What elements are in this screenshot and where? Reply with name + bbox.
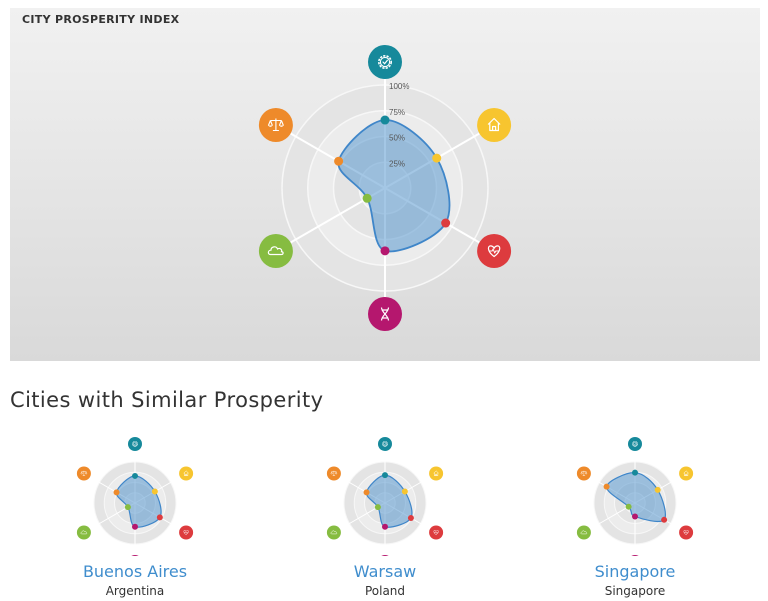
productivity-gear-check-icon[interactable] bbox=[628, 437, 642, 451]
quality-of-life-heart-pulse-icon[interactable] bbox=[429, 525, 444, 540]
equity-dna-icon[interactable] bbox=[368, 297, 402, 331]
city-name-link[interactable]: Buenos Aires bbox=[82, 562, 188, 581]
quality-of-life-heart-pulse-icon[interactable] bbox=[179, 525, 194, 540]
data-point[interactable] bbox=[334, 156, 344, 166]
main-radar-chart: 25% 50% 75% 100% bbox=[258, 45, 512, 331]
city-country: Singapore bbox=[604, 584, 666, 598]
radial-tick-label: 50% bbox=[389, 134, 405, 143]
governance-scales-icon[interactable] bbox=[326, 466, 341, 481]
data-point[interactable] bbox=[401, 488, 408, 495]
equity-dna-icon[interactable] bbox=[378, 555, 392, 556]
data-point[interactable] bbox=[156, 514, 163, 521]
radial-tick-label: 100% bbox=[389, 82, 409, 91]
data-point[interactable] bbox=[151, 488, 158, 495]
infrastructure-house-icon[interactable] bbox=[429, 466, 444, 481]
city-card-warsaw[interactable]: Warsaw Poland bbox=[300, 426, 470, 601]
equity-dna-icon[interactable] bbox=[128, 555, 142, 556]
governance-scales-icon[interactable] bbox=[258, 108, 293, 142]
data-point[interactable] bbox=[362, 193, 372, 203]
city-radar-chart bbox=[76, 437, 194, 556]
section-title: Cities with Similar Prosperity bbox=[10, 388, 324, 412]
infrastructure-house-icon[interactable] bbox=[477, 108, 512, 142]
data-point[interactable] bbox=[441, 218, 451, 228]
environment-cloud-icon[interactable] bbox=[326, 525, 341, 540]
city-card-singapore[interactable]: Singapore Singapore bbox=[550, 426, 720, 601]
data-point[interactable] bbox=[654, 486, 661, 493]
data-point[interactable] bbox=[661, 516, 668, 523]
productivity-gear-check-icon[interactable] bbox=[378, 437, 392, 451]
environment-cloud-icon[interactable] bbox=[258, 234, 293, 268]
data-point[interactable] bbox=[632, 513, 638, 520]
city-country: Poland bbox=[364, 584, 406, 598]
city-name-link[interactable]: Warsaw bbox=[353, 562, 417, 581]
panel-title: CITY PROSPERITY INDEX bbox=[22, 13, 180, 26]
city-card-buenos-aires[interactable]: Buenos Aires Argentina bbox=[50, 426, 220, 601]
environment-cloud-icon[interactable] bbox=[576, 525, 591, 540]
city-radar-chart bbox=[576, 437, 694, 556]
data-point[interactable] bbox=[363, 489, 370, 496]
radial-tick-label: 75% bbox=[389, 108, 405, 117]
city-name-link[interactable]: Singapore bbox=[594, 562, 676, 581]
infrastructure-house-icon[interactable] bbox=[679, 466, 694, 481]
data-point[interactable] bbox=[124, 504, 131, 511]
productivity-gear-check-icon[interactable] bbox=[368, 45, 402, 79]
data-point[interactable] bbox=[113, 489, 120, 496]
quality-of-life-heart-pulse-icon[interactable] bbox=[679, 525, 694, 540]
data-point[interactable] bbox=[374, 504, 381, 511]
environment-cloud-icon[interactable] bbox=[76, 525, 91, 540]
data-point[interactable] bbox=[132, 523, 138, 530]
quality-of-life-heart-pulse-icon[interactable] bbox=[477, 234, 512, 268]
data-point[interactable] bbox=[432, 153, 442, 163]
data-point[interactable] bbox=[132, 472, 138, 479]
city-country: Argentina bbox=[105, 584, 165, 598]
data-point[interactable] bbox=[380, 246, 390, 256]
data-point[interactable] bbox=[603, 483, 610, 490]
radial-tick-label: 25% bbox=[389, 159, 405, 168]
equity-dna-icon[interactable] bbox=[628, 555, 642, 556]
infrastructure-house-icon[interactable] bbox=[179, 466, 194, 481]
data-point[interactable] bbox=[382, 523, 388, 530]
governance-scales-icon[interactable] bbox=[76, 466, 91, 481]
data-point[interactable] bbox=[382, 472, 388, 479]
data-point[interactable] bbox=[632, 469, 638, 476]
data-point[interactable] bbox=[407, 514, 414, 521]
city-radar-chart bbox=[326, 437, 444, 556]
governance-scales-icon[interactable] bbox=[576, 466, 591, 481]
productivity-gear-check-icon[interactable] bbox=[128, 437, 142, 451]
data-point[interactable] bbox=[625, 503, 632, 510]
data-point[interactable] bbox=[380, 115, 390, 125]
